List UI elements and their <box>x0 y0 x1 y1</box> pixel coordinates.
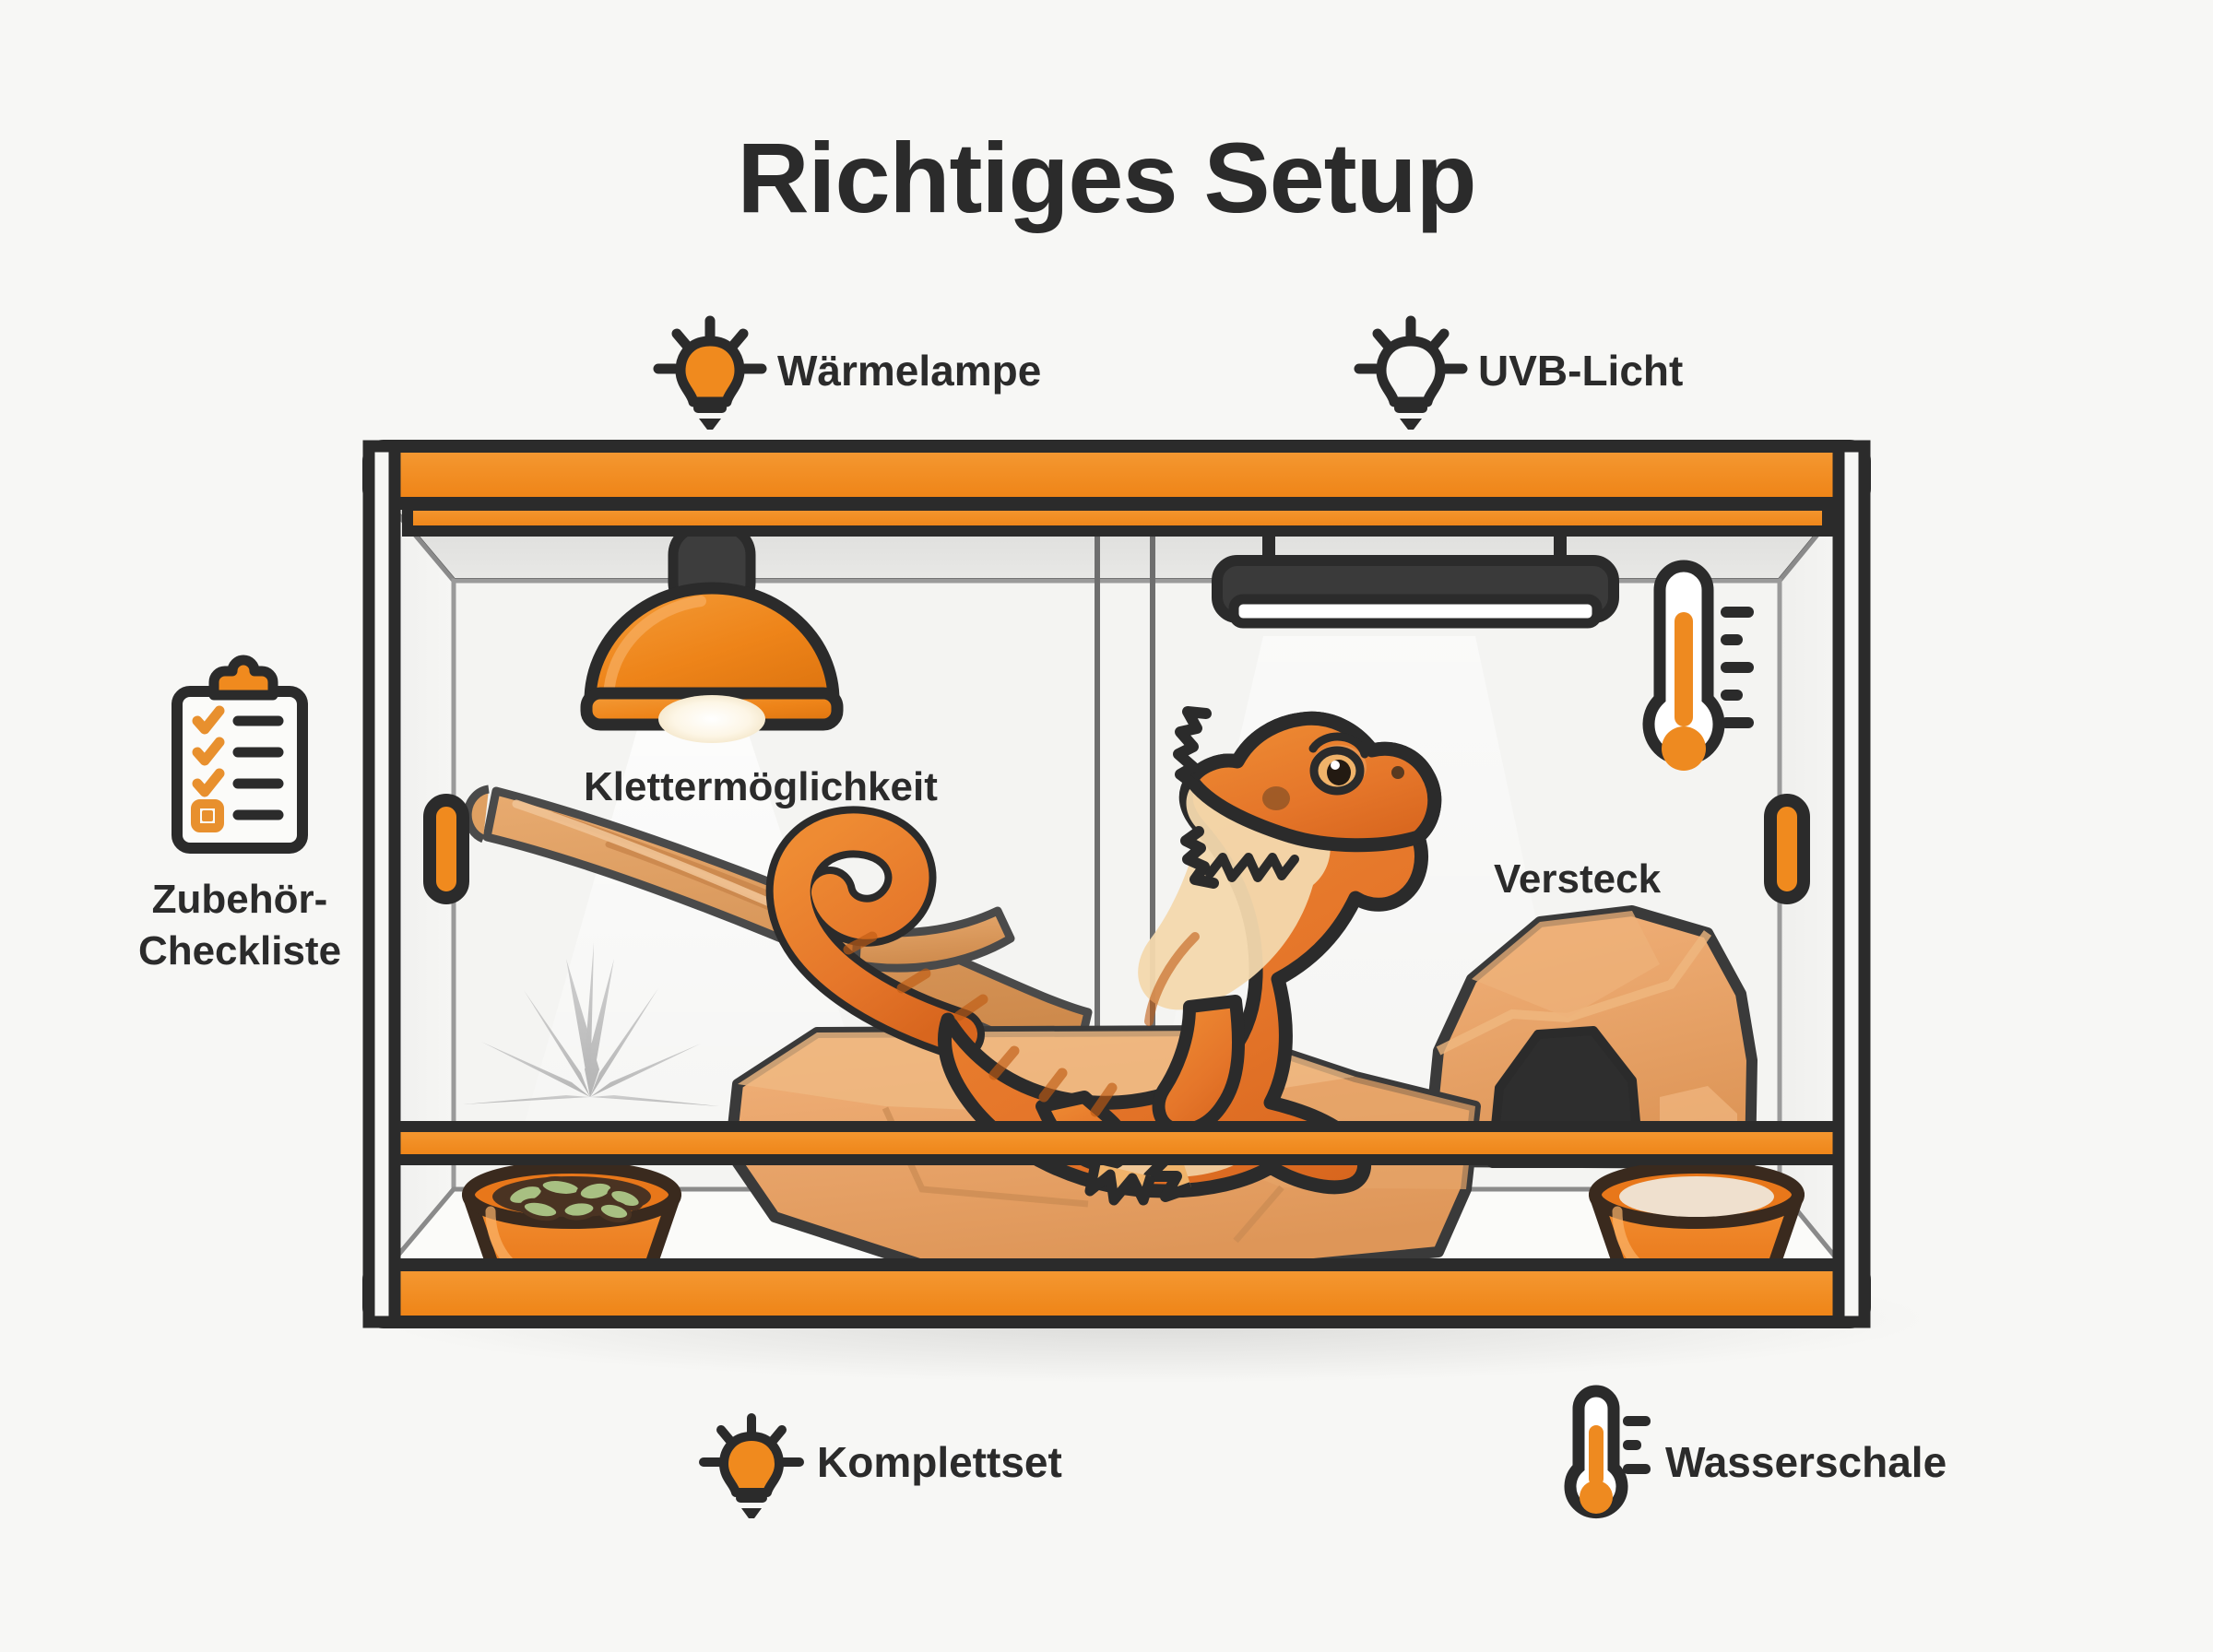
door-handle-right[interactable] <box>1764 794 1810 904</box>
label-waermelampe: Wärmelampe <box>653 315 1041 430</box>
lightbulb-outline-icon <box>1354 315 1468 430</box>
clipboard-checklist-icon <box>172 655 308 854</box>
sidebar-item-zubehoer-checkliste[interactable]: Zubehör- Checkliste <box>138 655 341 974</box>
lightbulb-filled-icon <box>699 1413 804 1518</box>
heat-lamp-beam <box>516 701 885 1152</box>
label-komplettset: Komplettset <box>699 1413 1062 1518</box>
terrarium: Klettermöglichkeit Versteck <box>362 440 1871 1328</box>
in-tank-label-klettermoeglichkeit: Klettermöglichkeit <box>584 764 938 809</box>
wall-thermometer <box>1642 560 1754 771</box>
sidebar-label-line1: Zubehör- <box>152 877 328 922</box>
thermometer-icon <box>1564 1385 1651 1518</box>
label-komplettset-text: Komplettset <box>817 1438 1062 1486</box>
sidebar-label-line2: Checkliste <box>138 928 341 974</box>
uvb-tube-fixture <box>1212 530 1619 629</box>
page-title: Richtiges Setup <box>737 122 1475 233</box>
label-waermelampe-text: Wärmelampe <box>777 347 1041 395</box>
bearded-dragon <box>765 706 1442 1206</box>
desert-plant <box>463 942 719 1106</box>
terrarium-frame <box>362 440 1871 1328</box>
heat-lamp-dome <box>580 498 844 743</box>
label-uvb-licht: UVB-Licht <box>1354 315 1683 430</box>
lightbulb-filled-icon <box>653 315 767 430</box>
door-handle-left[interactable] <box>423 794 469 904</box>
label-wasserschale-text: Wasserschale <box>1665 1438 1947 1486</box>
label-wasserschale: Wasserschale <box>1564 1385 1947 1518</box>
in-tank-label-versteck: Versteck <box>1494 856 1662 902</box>
label-uvb-licht-text: UVB-Licht <box>1478 347 1683 395</box>
water-bowl <box>1589 1161 1805 1287</box>
